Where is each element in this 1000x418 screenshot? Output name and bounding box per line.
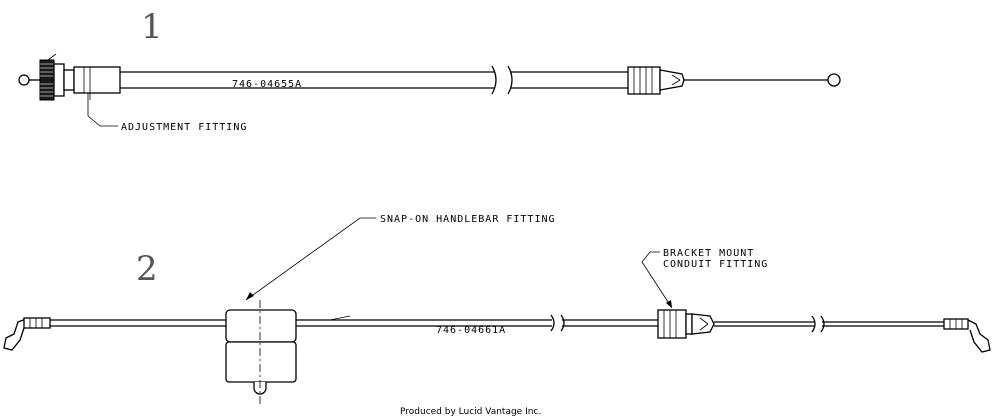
snap-fitting-upper [225, 309, 297, 343]
hook-end-right [967, 319, 991, 353]
callout-snap-on-handlebar: SNAP-ON HANDLEBAR FITTING [380, 214, 556, 225]
ball-end-left [18, 74, 30, 86]
end-fitting-ferrule [659, 69, 685, 91]
fitting-collar [53, 63, 65, 97]
bracket-mount-conduit-fitting [657, 309, 715, 339]
leader-snap-on [245, 217, 376, 301]
leader-bracket [641, 251, 673, 309]
break-mark-1b [507, 65, 513, 95]
part-number-1: 746-04655A [232, 79, 302, 90]
snap-fitting-lower [225, 341, 297, 383]
footer-credit: Produced by Lucid Vantage Inc. [400, 407, 541, 417]
knurled-nut [39, 59, 55, 101]
callout-bracket-line2: CONDUIT FITTING [663, 259, 768, 270]
break-mark-1a [491, 65, 497, 95]
adjustment-fitting [39, 53, 121, 101]
end-fitting-nut [627, 66, 661, 95]
ferrule-left [23, 317, 51, 329]
snap-on-handlebar-fitting [225, 300, 297, 404]
break-mark-2a [550, 314, 555, 332]
bracket-fitting-nut [657, 309, 687, 339]
break-mark-2b [560, 314, 565, 332]
leader-bracket-arrow [666, 300, 672, 308]
callout-bracket-line1: BRACKET MOUNT [663, 248, 754, 259]
fitting-neck [63, 69, 75, 91]
break-mark-2c [811, 315, 816, 333]
ball-end-right [827, 73, 841, 87]
item-number-1: 1 [141, 7, 163, 47]
bracket-fitting-ferrule [691, 313, 715, 335]
bracket-fitting-collar [685, 313, 693, 335]
cable-1: 746-04655A [18, 53, 841, 101]
leader-snap-on-arrow [246, 292, 254, 300]
callout-adjustment-fitting: ADJUSTMENT FITTING [121, 122, 247, 133]
conduit-end-fitting-1 [627, 66, 685, 95]
cable-2: 746-04661A [3, 300, 991, 404]
hook-end-left [3, 318, 27, 351]
break-mark-2d [820, 315, 825, 333]
leader-adjustment [87, 93, 118, 127]
fitting-body [73, 66, 121, 94]
part-number-2: 746-04661A [436, 325, 506, 336]
item-number-2: 2 [136, 249, 158, 289]
